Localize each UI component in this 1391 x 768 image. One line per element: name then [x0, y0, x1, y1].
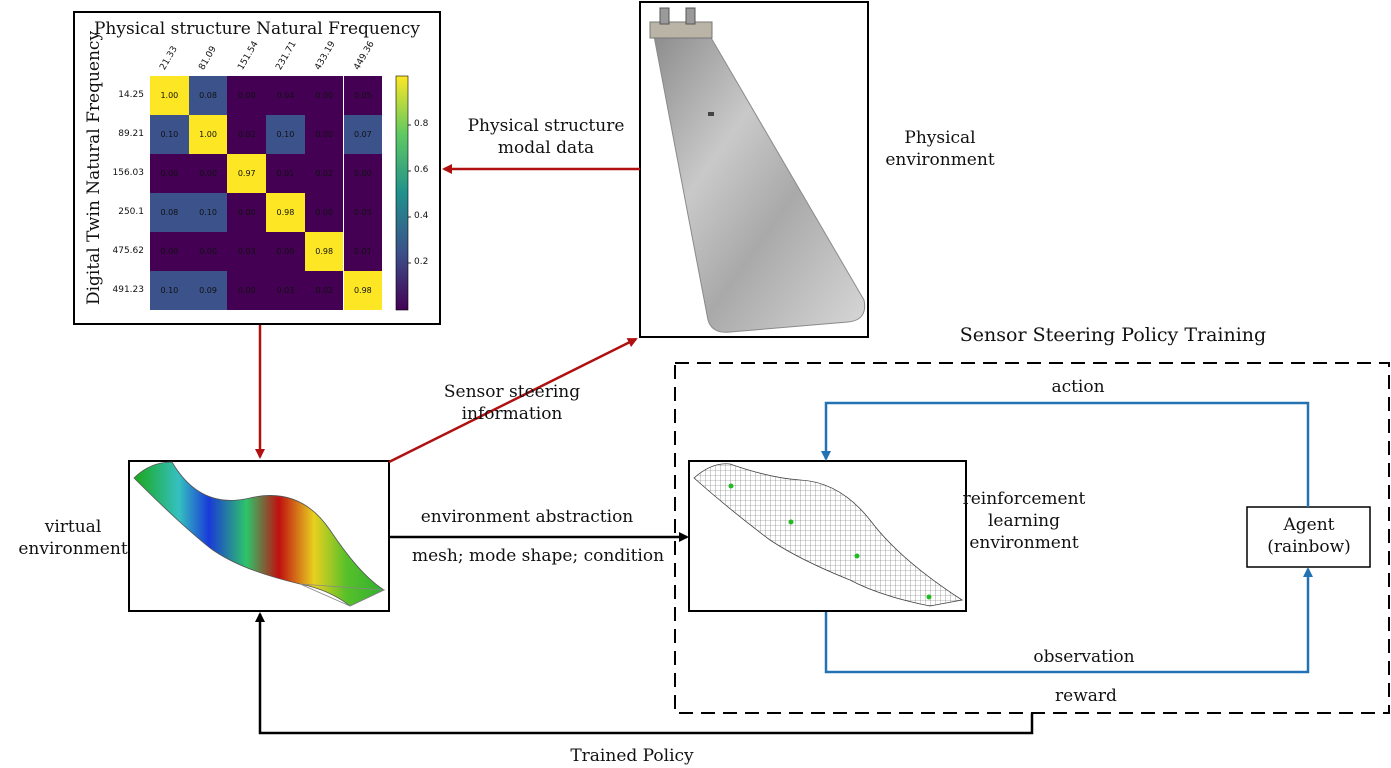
heatmap-cell: 1.00 [150, 76, 189, 115]
mesh-picture [693, 463, 964, 607]
agent-frame [1246, 506, 1371, 568]
heatmap-cell: 0.10 [188, 193, 228, 232]
heatmap-cell: 0.00 [150, 154, 189, 193]
heatmap-cell: 0.00 [304, 193, 344, 232]
mesh-info-label: mesh; mode shape; condition [412, 546, 665, 566]
heatmap-cell: 0.98 [343, 271, 383, 310]
trained-policy-arrow [255, 612, 1034, 735]
heatmap-cell: 0.02 [304, 154, 344, 193]
training-title: Sensor Steering Policy Training [959, 324, 1267, 346]
heatmap-title: Physical structure Natural Frequency [93, 19, 420, 39]
heatmap-cell: 0.98 [266, 193, 305, 232]
heatmap-cell: 0.05 [343, 76, 383, 115]
mode-shape-picture [133, 461, 386, 607]
heatmap-cell: 0.02 [227, 115, 267, 154]
heatmap-cell: 0.03 [227, 232, 267, 271]
colorbar-tick: 0.8 [414, 119, 429, 129]
heatmap-cell: 0.04 [266, 76, 305, 115]
heatmap-row-label: 89.21 [118, 128, 144, 139]
heatmap-cell: 1.00 [188, 115, 228, 154]
trained-policy-label: Trained Policy [570, 746, 694, 766]
heatmap-cell: 0.00 [150, 232, 189, 271]
heatmap-ylabel: Digital Twin Natural Frequency [84, 30, 104, 306]
heatmap-cell: 0.98 [304, 232, 344, 271]
action-arrow [821, 401, 1310, 507]
heatmap-cell: 0.00 [343, 154, 383, 193]
heatmap-cell: 0.00 [188, 232, 228, 271]
heatmap-cell: 0.01 [343, 232, 383, 271]
colorbar-tick: 0.6 [414, 165, 429, 175]
heatmap-cell: 0.05 [343, 193, 383, 232]
heatmap-cell: 0.01 [266, 154, 305, 193]
heatmap-cell: 0.02 [304, 271, 344, 310]
heatmap-row-label: 491.23 [112, 284, 145, 295]
heatmap-cell: 0.10 [150, 271, 189, 310]
heatmap-row-label: 250.1 [118, 206, 144, 217]
sensor-dot [788, 519, 794, 525]
heatmap-cell: 0.00 [227, 76, 267, 115]
heatmap-cell: 0.10 [150, 115, 189, 154]
heatmap-cell: 0.00 [227, 271, 267, 310]
heatmap-cell: 0.03 [266, 271, 305, 310]
reward-label: reward [1055, 686, 1117, 706]
heatmap-row-label: 156.03 [112, 167, 145, 178]
heatmap-cell: 0.10 [266, 115, 305, 154]
heatmap-cell: 0.09 [188, 271, 228, 310]
observation-arrow [824, 567, 1313, 674]
sensor-dot [926, 594, 932, 600]
colorbar-tick: 0.4 [414, 211, 429, 221]
heatmap-cell: 0.08 [150, 193, 189, 232]
heatmap-cell: 0.97 [227, 154, 267, 193]
heatmap-colorbar [395, 75, 411, 311]
heatmap-cell: 0.00 [304, 115, 344, 154]
heatmap-row-label: 14.25 [118, 89, 144, 100]
heatmap-cell: 0.00 [227, 193, 267, 232]
sensor-dot [854, 553, 860, 559]
heatmap-cell: 0.00 [188, 154, 228, 193]
colorbar-tick: 0.2 [414, 257, 429, 267]
heatmap-cell: 0.07 [343, 115, 383, 154]
heatmap-cell: 0.00 [266, 232, 305, 271]
sensor-steering-arrow [388, 337, 638, 464]
physical-plate-picture [649, 7, 866, 333]
env-abstraction-label: environment abstraction [420, 507, 634, 527]
sensor-dot [728, 483, 734, 489]
agent-label: Agent(rainbow) [1267, 515, 1351, 557]
action-label: action [1051, 377, 1105, 397]
heatmap-cell: 0.00 [304, 76, 344, 115]
heatmap-cell: 0.08 [188, 76, 228, 115]
observation-label: observation [1033, 647, 1135, 667]
heatmap-row-label: 475.62 [112, 245, 145, 256]
